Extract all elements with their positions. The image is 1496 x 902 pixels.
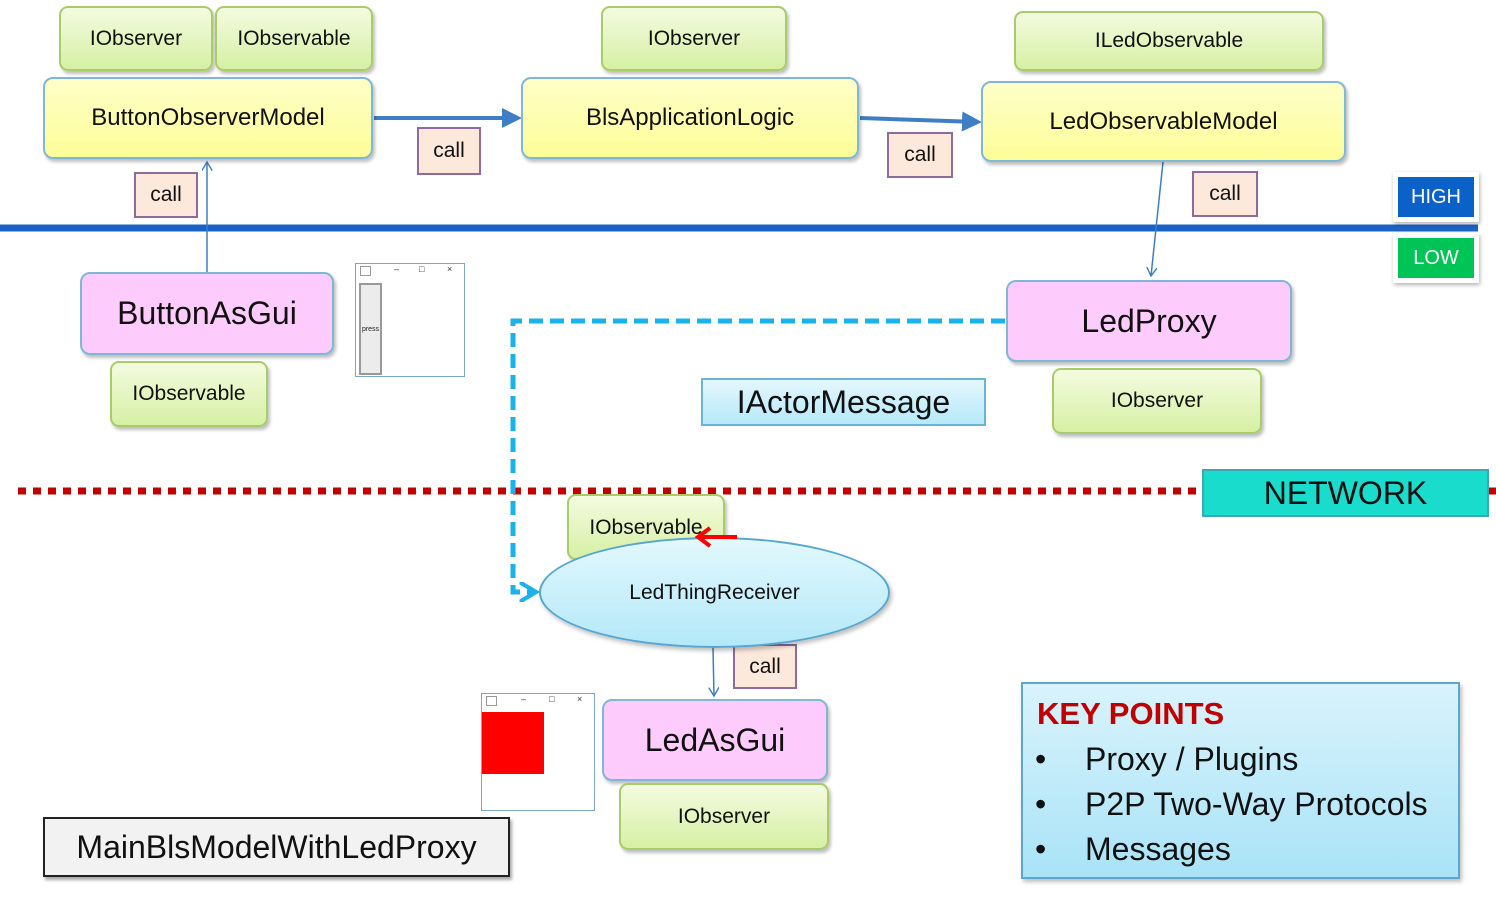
button-window: – □ × press: [355, 263, 465, 377]
button-gui-iobservable-interface: IObservable: [110, 361, 268, 427]
led-proxy[interactable]: LedProxy: [1006, 280, 1292, 362]
window-close-icon[interactable]: ×: [447, 264, 453, 274]
main-class-label: MainBlsModelWithLedProxy: [43, 817, 510, 877]
button-window-titlebar: – □ ×: [356, 264, 464, 278]
led-thing-receiver[interactable]: LedThingReceiver: [539, 537, 890, 648]
low-badge-label: LOW: [1398, 238, 1474, 278]
window-app-icon: [360, 266, 371, 276]
window-minimize-icon[interactable]: –: [521, 694, 527, 704]
high-badge: HIGH: [1393, 172, 1479, 222]
led-gui-iobserver-interface: IObserver: [619, 783, 829, 850]
bullet-icon: •: [1035, 830, 1047, 867]
window-close-icon[interactable]: ×: [577, 694, 583, 704]
button-observer-model[interactable]: ButtonObserverModel: [43, 77, 373, 159]
high-badge-label: HIGH: [1398, 177, 1474, 217]
led-light: [482, 712, 544, 774]
key-point-item: • P2P Two-Way Protocols: [1035, 784, 1428, 824]
window-maximize-icon[interactable]: □: [549, 694, 555, 704]
key-points-box: KEY POINTS • Proxy / Plugins • P2P Two-W…: [1021, 682, 1460, 879]
button-model-iobservable-interface: IObservable: [215, 6, 373, 71]
window-maximize-icon[interactable]: □: [419, 264, 425, 274]
bullet-icon: •: [1035, 785, 1047, 822]
logic-iobserver-interface: IObserver: [601, 6, 787, 71]
call-label-led-proxy: call: [1192, 171, 1258, 217]
led-observable-model[interactable]: LedObservableModel: [981, 81, 1346, 162]
call-label-button-model: call: [134, 172, 198, 218]
button-as-gui[interactable]: ButtonAsGui: [80, 272, 334, 355]
bullet-icon: •: [1035, 740, 1047, 777]
led-as-gui[interactable]: LedAsGui: [602, 699, 828, 781]
led-proxy-iobserver-interface: IObserver: [1052, 368, 1262, 434]
key-point-item: • Messages: [1035, 829, 1231, 869]
call-label-led-model: call: [887, 132, 953, 178]
iactor-message-label: IActorMessage: [701, 378, 986, 426]
call-label-logic: call: [417, 127, 481, 175]
call-label-led-gui: call: [733, 644, 797, 689]
led-window: – □ ×: [481, 693, 595, 811]
arrow-receiver-to-led-gui: [713, 647, 714, 696]
led-window-titlebar: – □ ×: [482, 694, 594, 708]
network-label: NETWORK: [1202, 469, 1489, 517]
bls-application-logic[interactable]: BlsApplicationLogic: [521, 77, 859, 159]
key-point-text: P2P Two-Way Protocols: [1085, 785, 1428, 822]
window-minimize-icon[interactable]: –: [394, 264, 400, 274]
arrow-led-model-to-proxy: [1151, 161, 1164, 276]
key-points-title: KEY POINTS: [1037, 696, 1225, 731]
press-button[interactable]: press: [359, 283, 382, 375]
low-badge: LOW: [1393, 233, 1479, 283]
led-model-iledobservable-interface: ILedObservable: [1014, 11, 1324, 71]
key-point-text: Messages: [1085, 830, 1231, 867]
key-point-text: Proxy / Plugins: [1085, 740, 1299, 777]
button-model-iobserver-interface: IObserver: [59, 6, 213, 71]
arrow-logic-to-led-model: [859, 111, 982, 132]
key-point-item: • Proxy / Plugins: [1035, 739, 1298, 779]
window-app-icon: [486, 696, 497, 706]
